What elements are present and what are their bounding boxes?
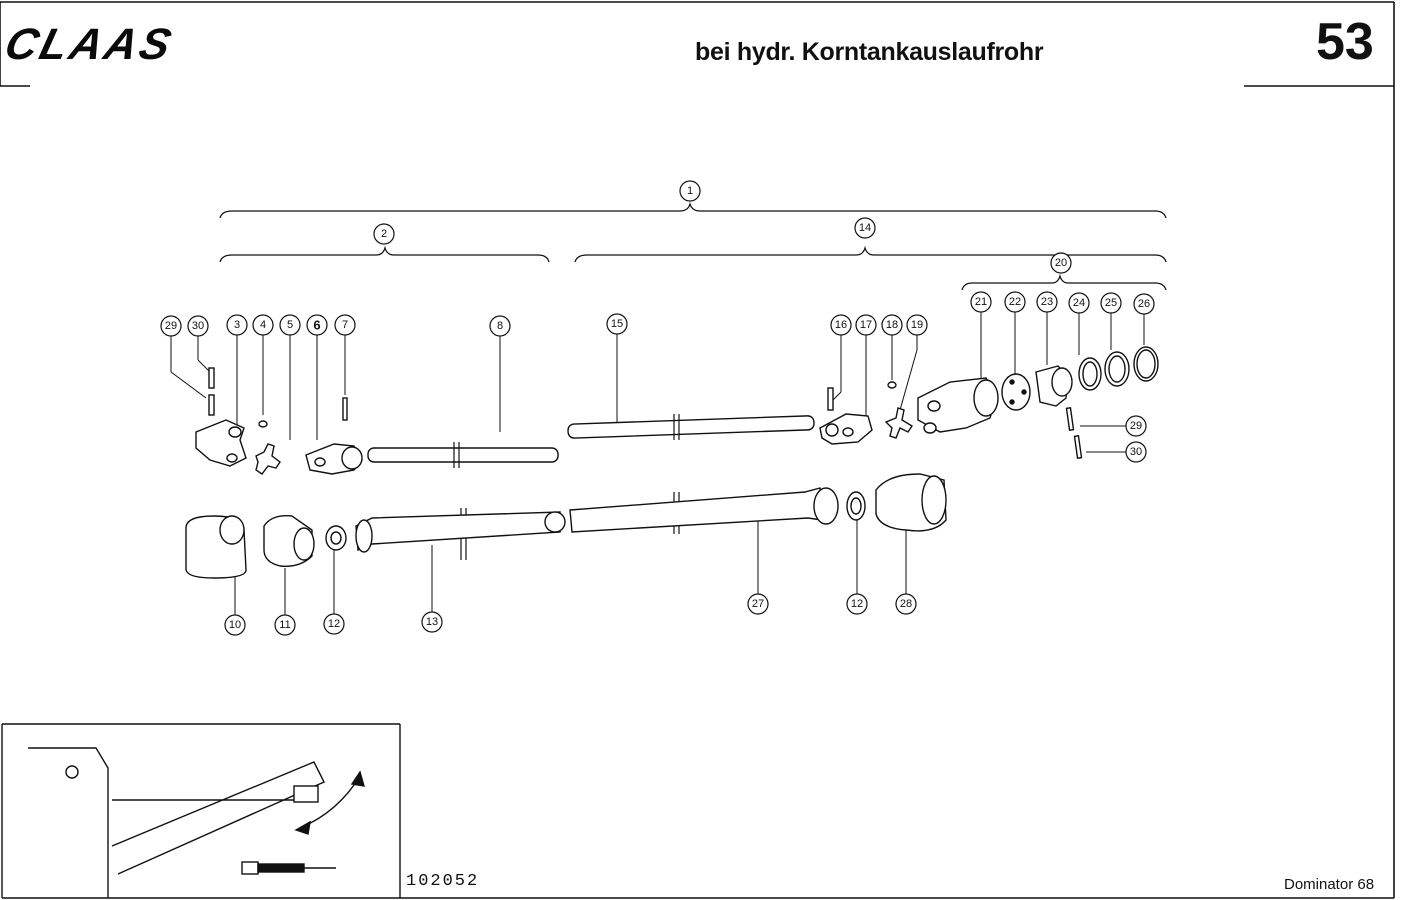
callout-10: 10	[229, 619, 241, 631]
leader-lines	[170, 312, 1145, 615]
grease-nipple-18	[887, 381, 897, 389]
callout-11: 11	[279, 619, 290, 631]
callout-28: 28	[900, 598, 912, 610]
callout-4: 4	[260, 319, 266, 331]
inset-pivot	[65, 765, 79, 779]
pin-29-left	[208, 394, 215, 416]
callout-12-left: 12	[328, 618, 340, 630]
callout-7: 7	[342, 319, 348, 331]
callout-15: 15	[611, 318, 623, 330]
guard-tube-13	[355, 511, 561, 552]
callout-29-left: 29	[165, 320, 177, 332]
pin-16	[827, 387, 834, 411]
drawing-number: 102052	[406, 872, 480, 891]
pin-30-right	[1073, 435, 1083, 459]
yoke-3	[195, 419, 247, 467]
callout-14: 14	[859, 222, 871, 234]
cross-19	[884, 407, 913, 439]
pin-7	[342, 397, 348, 421]
callout-30-right: 30	[1130, 446, 1142, 458]
callout-12-right: 12	[851, 598, 863, 610]
assembly-brackets	[219, 201, 1167, 291]
page-number: 53	[1316, 13, 1374, 71]
plate-22	[1001, 373, 1031, 411]
grease-nipple-4	[258, 420, 268, 428]
callout-3: 3	[234, 319, 240, 331]
callout-circles	[160, 180, 1155, 636]
callout-5: 5	[287, 319, 293, 331]
callout-17: 17	[860, 319, 872, 331]
callout-21: 21	[975, 296, 987, 308]
circlip-26	[1133, 346, 1159, 382]
pin-29-right	[1065, 407, 1075, 431]
inset-discharge-tube	[111, 761, 325, 875]
cross-5	[255, 443, 281, 475]
lower-guard-assembly	[185, 473, 947, 579]
callout-24: 24	[1073, 297, 1085, 309]
callout-20: 20	[1055, 257, 1067, 269]
callout-16: 16	[835, 319, 847, 331]
callout-26: 26	[1138, 298, 1150, 310]
callout-13: 13	[426, 616, 438, 628]
inset-overview	[1, 723, 1394, 899]
callout-27: 27	[752, 598, 764, 610]
callout-2: 2	[381, 228, 387, 240]
bearing-ring-12-right	[846, 491, 866, 521]
callout-8: 8	[497, 320, 503, 332]
callout-30-left: 30	[192, 320, 204, 332]
pin-30-left	[208, 367, 215, 389]
callout-22: 22	[1009, 296, 1021, 308]
callout-6: 6	[313, 318, 320, 333]
page-title: bei hydr. Korntankauslaufrohr	[695, 38, 1044, 66]
callout-29-right: 29	[1130, 420, 1142, 432]
guard-tube-27	[569, 487, 823, 533]
callout-23: 23	[1041, 296, 1053, 308]
callout-labels: 1 2 14 20 29 30 3 4 5 6 7 8 15 16 17 18 …	[165, 185, 1150, 631]
callout-25: 25	[1105, 297, 1117, 309]
callout-1: 1	[687, 185, 693, 197]
model-name: Dominator 68	[1284, 876, 1375, 893]
bearing-ring-12-left	[325, 525, 347, 551]
callout-18: 18	[886, 319, 898, 331]
inset-machine-side	[28, 747, 109, 898]
tube-8	[367, 447, 559, 463]
tube-15	[567, 415, 815, 439]
upper-shaft-assembly	[195, 346, 1159, 475]
callout-19: 19	[911, 319, 923, 331]
